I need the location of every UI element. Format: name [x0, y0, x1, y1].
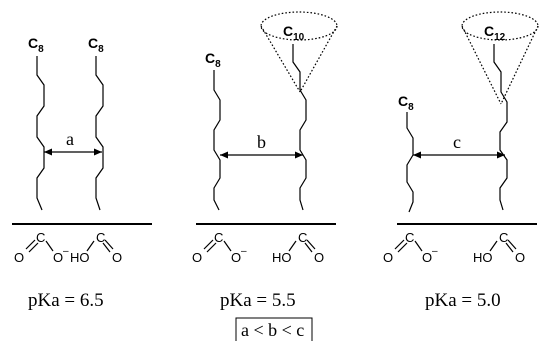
double-bond	[203, 239, 214, 250]
arrowhead-left	[413, 151, 421, 159]
alkyl-chain-left	[36, 56, 45, 211]
double-bond	[104, 239, 114, 250]
double-bond	[397, 242, 408, 253]
negative-charge: –	[432, 246, 438, 257]
chain-label-left: C8	[398, 93, 414, 113]
alkyl-chain-right	[292, 44, 307, 211]
oxygen-atom: O	[422, 250, 432, 265]
oxygen-atom: O	[192, 250, 202, 265]
oxygen-atom: O	[231, 250, 241, 265]
relation-box	[235, 317, 313, 341]
carbon-atom: C	[298, 230, 307, 245]
hydroxyl-label: HO	[70, 250, 90, 265]
hydroxyl-label: HO	[272, 250, 292, 265]
panel-right: C8 C12 c C O O – C	[383, 11, 539, 311]
arrowhead-left	[220, 151, 228, 159]
carboxylic-acid-group: C HO O	[70, 230, 122, 265]
pka-label: pKa = 5.0	[425, 290, 501, 311]
carbon-atom: C	[36, 230, 45, 245]
panel-middle: C8 C10 b C O O – C	[192, 11, 338, 311]
alkyl-chain-right	[95, 56, 104, 211]
hydroxyl-label: HO	[473, 250, 493, 265]
chain-label-left: C8	[28, 35, 44, 55]
single-bond	[45, 240, 54, 252]
single-bond	[86, 240, 95, 252]
panel-left: C8 C8 a C O O – C HO O	[12, 35, 152, 311]
chain-label-right: C8	[88, 35, 104, 55]
single-bond	[223, 240, 232, 252]
double-bond	[25, 239, 36, 250]
double-bond	[304, 242, 313, 253]
double-bond	[28, 242, 39, 253]
double-bond	[394, 239, 405, 250]
pka-label: pKa = 6.5	[28, 290, 104, 311]
distance-label: c	[453, 132, 461, 152]
oxygen-atom: O	[314, 250, 324, 265]
negative-charge: –	[63, 246, 69, 257]
double-bond	[505, 242, 514, 253]
mobility-cone-edge	[461, 25, 502, 105]
chain-label-right: C12	[484, 23, 506, 43]
pka-label: pKa = 5.5	[220, 290, 296, 311]
chain-label-left: C8	[205, 50, 221, 70]
carboxylic-acid-group: C HO O	[473, 230, 525, 265]
double-bond	[102, 242, 111, 253]
carbon-atom: C	[405, 230, 414, 245]
carboxylate-group: C O O –	[383, 230, 438, 265]
mobility-cone-edge	[299, 25, 338, 93]
carboxylic-acid-group: C HO O	[272, 230, 324, 265]
distance-label: a	[66, 129, 74, 149]
carbon-atom: C	[96, 230, 105, 245]
alkyl-chain-left	[406, 112, 414, 213]
relation-text: a < b < c	[241, 320, 304, 340]
alkyl-chain-right	[493, 44, 508, 211]
mobility-cone-edge	[500, 25, 539, 105]
single-bond	[489, 240, 498, 252]
single-bond	[414, 240, 423, 252]
distance-relation: a < b < c	[235, 317, 313, 341]
double-bond	[306, 239, 316, 250]
double-bond	[206, 242, 217, 253]
oxygen-atom: O	[383, 250, 393, 265]
oxygen-atom: O	[112, 250, 122, 265]
carbon-atom: C	[499, 230, 508, 245]
negative-charge: –	[241, 246, 247, 257]
carbon-atom: C	[214, 230, 223, 245]
carboxylate-group: C O O –	[14, 230, 69, 265]
double-bond	[507, 239, 517, 250]
single-bond	[288, 240, 297, 252]
oxygen-atom: O	[53, 250, 63, 265]
arrowhead-right	[94, 148, 102, 156]
arrowhead-right	[295, 151, 303, 159]
distance-label: b	[257, 132, 266, 152]
carboxylate-group: C O O –	[192, 230, 247, 265]
arrowhead-left	[44, 148, 52, 156]
oxygen-atom: O	[515, 250, 525, 265]
oxygen-atom: O	[14, 250, 24, 265]
arrowhead-right	[497, 151, 505, 159]
alkyl-chain-left	[213, 70, 221, 211]
chain-label-right: C10	[283, 23, 305, 43]
